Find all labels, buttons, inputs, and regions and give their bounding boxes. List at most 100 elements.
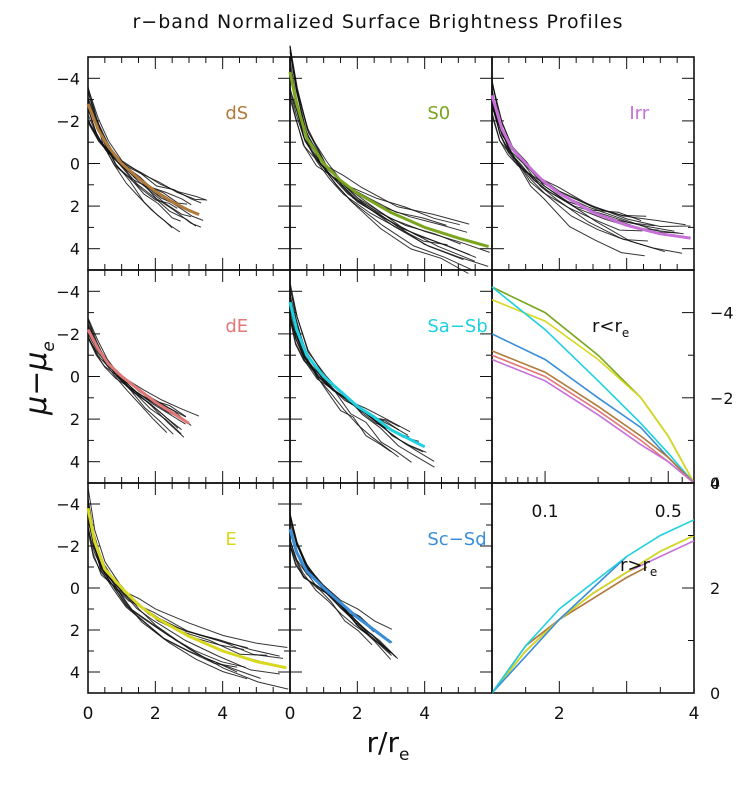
panel-label-Irr: Irr [629,103,649,124]
galaxy-profile-Irr [491,112,647,217]
galaxy-profile-SaSb [289,315,409,436]
galaxy-profile-SaSb [289,317,400,431]
mean-profile-dE [86,328,190,425]
panel-label-SaSb: Sa−Sb [427,316,487,337]
mean-profile-SaSb [288,301,426,449]
y-tick-label-E: 2 [70,621,80,640]
galaxy-profile-dE [87,325,179,429]
x-tick-label-E: 4 [217,704,228,724]
inner-y-tick-label: −2 [710,389,734,408]
galaxy-profile-dE [87,325,182,431]
galaxy-profile-dE [87,323,182,435]
galaxy-profile-SaSb [289,316,411,433]
galaxy-profile-dE [87,326,192,426]
outer-series-1 [491,566,648,694]
outer-series-6 [491,519,695,694]
outer-panel-label-sub: e [650,565,657,579]
galaxy-profile-ScSd [289,531,393,643]
y-tick-label-dS: 2 [70,197,80,216]
galaxy-profile-E [87,487,289,690]
x-tick-label-ScSd: 4 [419,704,430,724]
inner-y-tick-label: −4 [710,304,734,323]
galaxy-profile-SaSb [289,294,427,453]
outer-series-2 [491,540,695,694]
y-axis-label: μ−μe [19,341,59,416]
galaxy-profile-E [87,505,238,668]
inner-x-tick-label: 0.5 [655,502,682,522]
inner-x-tick-label: 0.1 [532,502,559,522]
inner-y-tick-label: 0 [710,474,720,493]
galaxy-profile-dS [87,90,173,229]
galaxy-profile-Irr [491,100,643,232]
galaxy-profile-Irr [491,103,655,227]
galaxy-profile-S0 [289,92,447,226]
galaxy-profile-dE [87,318,174,435]
y-tick-label-dS: 0 [70,155,80,174]
y-tick-label-dS: −2 [56,112,80,131]
mean-profile-Irr [490,94,691,240]
outer-y-tick-label: 4 [710,474,720,493]
galaxy-profile-Irr [491,105,659,231]
mean-profile-dS [86,103,200,216]
y-tick-label-dE: 2 [70,410,80,429]
x-axis-label-sub: e [399,745,409,765]
x-tick-label-E: 2 [150,704,161,724]
inner-panel-label: r<re [592,316,629,340]
inner-panel-label-sub: e [622,326,629,340]
y-tick-label-E: 0 [70,579,80,598]
galaxy-profile-SaSb [289,287,435,462]
panel-label-dS: dS [225,103,248,124]
x-tick-label-ScSd: 2 [352,704,363,724]
y-tick-label-dS: 4 [70,240,80,259]
y-tick-label-dE: 4 [70,453,80,472]
panel-label-ScSd: Sc−Sd [427,529,486,550]
galaxy-profile-E [87,525,244,650]
galaxy-profile-S0 [289,59,477,259]
outer-series-5 [491,555,628,694]
galaxy-profile-dE [87,318,168,433]
panel-label-E: E [225,529,236,550]
y-tick-label-dE: 0 [70,368,80,387]
galaxy-profile-E [87,530,248,649]
y-tick-label-dS: −4 [56,69,80,88]
mean-profile-ScSd [288,528,392,644]
panel-label-dE: dE [225,316,248,337]
galaxy-profile-dS [87,91,197,227]
outer-x-tick-label: 4 [689,704,700,724]
galaxy-profile-ScSd [289,515,392,656]
panel-label-S0: S0 [427,103,450,124]
inner-series-4 [491,350,695,484]
galaxy-profile-dS [87,101,192,218]
mean-profile-E [86,507,287,670]
y-tick-label-E: 4 [70,663,80,682]
panel-frame-Irr [491,56,695,271]
inner-series-1 [491,299,695,484]
galaxy-profile-dE [87,333,184,420]
chart-title: r−band Normalized Surface Brightness Pro… [132,11,623,33]
inner-series-6 [491,358,695,484]
outer-panel-label: r>re [620,555,657,579]
galaxy-profile-ScSd [289,540,393,630]
galaxy-profile-dS [87,86,181,233]
galaxy-profile-E [87,506,246,668]
y-tick-label-dE: −4 [56,282,80,301]
galaxy-profile-SaSb [289,294,399,458]
mean-profile-S0 [288,71,490,249]
galaxy-profile-dE [87,329,186,425]
outer-series-4 [491,534,695,694]
y-tick-label-E: −2 [56,537,80,556]
y-tick-label-E: −4 [56,495,80,514]
outer-y-tick-label: 0 [710,684,720,703]
galaxy-profile-SaSb [289,307,410,438]
galaxy-profile-dE [87,317,185,438]
galaxy-profile-ScSd [289,521,390,652]
galaxy-profile-dS [87,108,185,209]
x-axis-label: r/re [367,726,410,765]
y-axis-label-main: μ−μ [19,352,54,416]
x-tick-label-E: 0 [83,704,94,724]
y-axis-label-sub: e [39,341,59,351]
y-tick-label-dE: −2 [56,325,80,344]
inner-series-5 [491,354,695,484]
